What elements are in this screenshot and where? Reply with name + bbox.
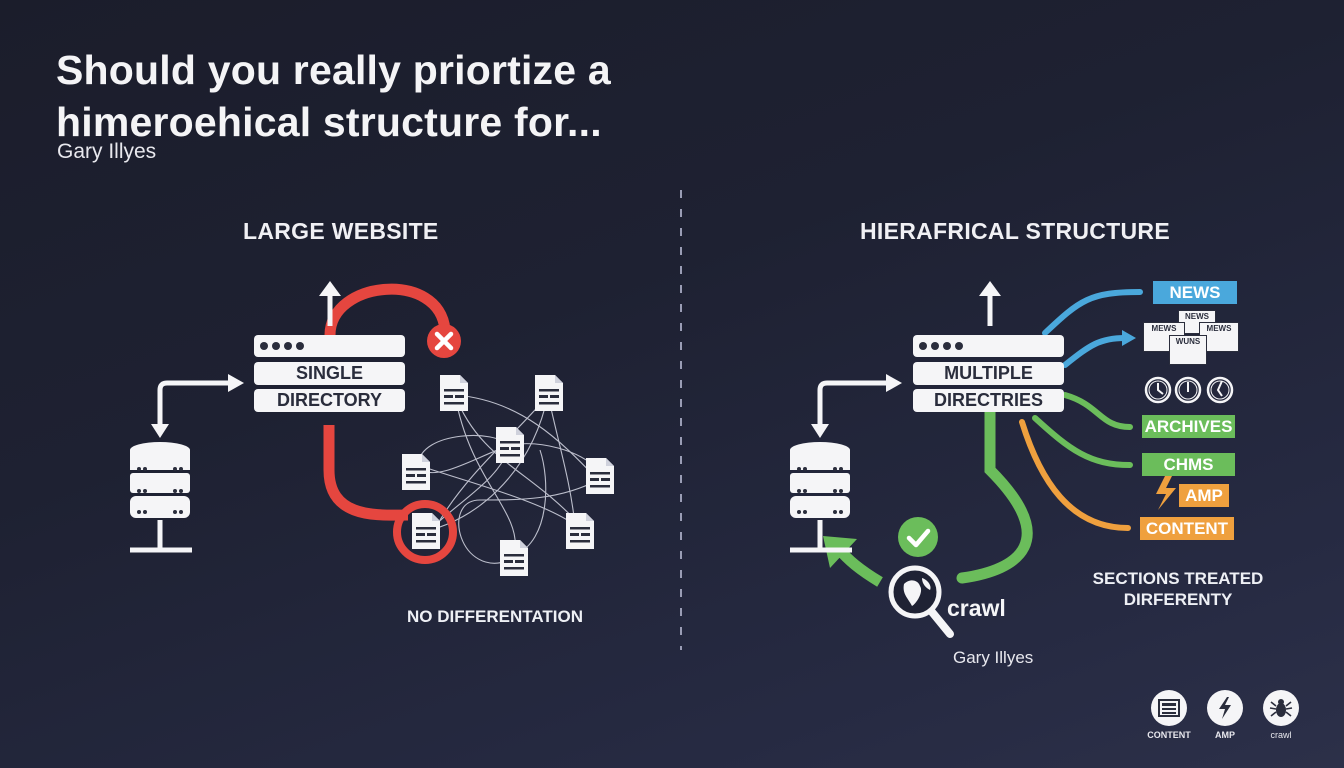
right-caption: SECTIONS TREATED DIRFERENTY — [1078, 568, 1278, 610]
x-icon — [427, 324, 461, 358]
content-branch — [1019, 419, 1131, 531]
document-icon — [535, 375, 563, 411]
legend-crawl-label: crawl — [1270, 730, 1292, 740]
content-icon — [1151, 690, 1187, 726]
directory-label-line1: MULTIPLE — [913, 362, 1064, 385]
document-icon — [566, 513, 594, 549]
directory-header-bar — [913, 335, 1064, 357]
crawl-label: crawl — [947, 595, 1006, 621]
clock-icon — [1174, 376, 1202, 404]
crawl-author: Gary Illyes — [953, 648, 1034, 667]
legend-content-label: CONTENT — [1147, 730, 1191, 740]
document-icon — [412, 513, 440, 549]
right-panel-title: HIERAFRICAL STRUCTURE — [860, 218, 1170, 244]
title-line-1: Should you really priortize a — [56, 47, 611, 93]
lightning-icon — [1207, 690, 1243, 726]
legend-amp: AMP — [1195, 690, 1255, 740]
red-loop-top — [324, 283, 451, 336]
directory-header-bar — [254, 335, 405, 357]
bidirectional-arrow-icon — [151, 374, 244, 438]
title-line-2: himeroehical structure for... — [56, 99, 602, 145]
right-diagram — [790, 281, 1234, 638]
crawl-return-arrow — [833, 544, 883, 587]
tag-content: CONTENT — [1140, 517, 1234, 540]
chms-branch — [1032, 415, 1133, 468]
tag-archives: ARCHIVES — [1142, 415, 1235, 438]
directory-label-line2: DIRECTRIES — [913, 389, 1064, 412]
right-caption-line1: SECTIONS TREATED — [1092, 569, 1264, 588]
document-icon — [402, 454, 430, 490]
document-icon — [586, 458, 614, 494]
globe-search-icon — [888, 565, 954, 638]
page-title: Should you really priortize a himeroehic… — [56, 44, 611, 148]
bidirectional-arrow-icon — [811, 374, 902, 438]
news-branch — [1042, 289, 1143, 336]
left-panel-title: LARGE WEBSITE — [243, 218, 439, 244]
author-name: Gary Illyes — [57, 140, 157, 163]
spider-icon — [1263, 690, 1299, 726]
tag-amp: AMP — [1179, 484, 1229, 507]
left-caption: NO DIFFERENTATION — [407, 607, 583, 626]
right-caption-line2: DIRFERENTY — [1123, 590, 1233, 609]
highlight-ring — [393, 500, 457, 564]
database-icon — [130, 442, 192, 553]
lightning-icon — [1156, 476, 1176, 510]
document-icon — [440, 375, 468, 411]
up-arrow-icon — [319, 281, 341, 326]
tag-chms: CHMS — [1142, 453, 1235, 476]
check-icon — [898, 517, 938, 557]
news-archive-branch — [1062, 335, 1128, 368]
tag-news: NEWS — [1153, 281, 1237, 304]
red-loop-bottom — [323, 425, 409, 521]
database-icon — [790, 442, 852, 553]
document-icon — [500, 540, 528, 576]
archives-branch — [1062, 392, 1133, 430]
newspaper-stack: NEWS MEWS MEWS WUNS — [1143, 310, 1239, 365]
up-arrow-icon — [979, 281, 1001, 326]
newspaper-icon: WUNS — [1169, 335, 1207, 365]
directory-label-line1: SINGLE — [254, 362, 405, 385]
clock-icon — [1206, 376, 1234, 404]
left-diagram — [130, 281, 614, 576]
legend-amp-label: AMP — [1215, 730, 1235, 740]
legend-crawl: crawl — [1251, 690, 1311, 740]
document-icon — [496, 427, 524, 463]
legend-content: CONTENT — [1139, 690, 1199, 740]
clock-icon — [1144, 376, 1172, 404]
directory-label-line2: DIRECTORY — [254, 389, 405, 412]
crawl-loop — [956, 406, 1033, 584]
panel-divider — [680, 190, 682, 650]
